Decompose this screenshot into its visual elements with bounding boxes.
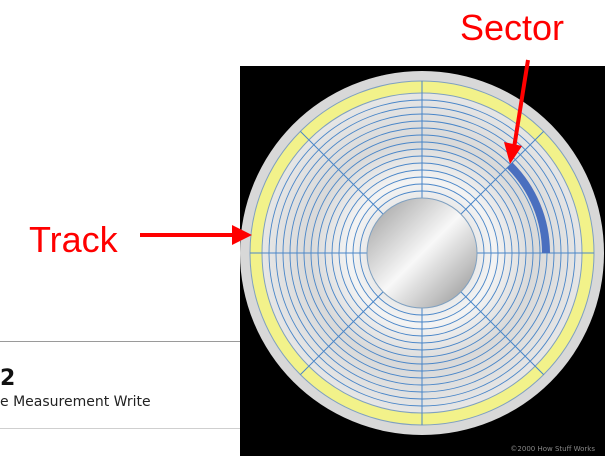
image-credit: ©2000 How Stuff Works bbox=[510, 445, 595, 453]
document-number: 2 bbox=[0, 366, 15, 391]
sector-label: Sector bbox=[460, 10, 564, 46]
document-fragment: 2 e Measurement Write bbox=[0, 341, 245, 437]
track-arrow bbox=[140, 225, 252, 245]
disk-platter-figure bbox=[240, 66, 605, 456]
track-label: Track bbox=[29, 222, 118, 258]
disk-image-panel: ©2000 How Stuff Works bbox=[240, 66, 605, 456]
spindle-hub bbox=[367, 198, 477, 308]
document-rule bbox=[0, 428, 240, 429]
document-caption: e Measurement Write bbox=[0, 394, 151, 410]
